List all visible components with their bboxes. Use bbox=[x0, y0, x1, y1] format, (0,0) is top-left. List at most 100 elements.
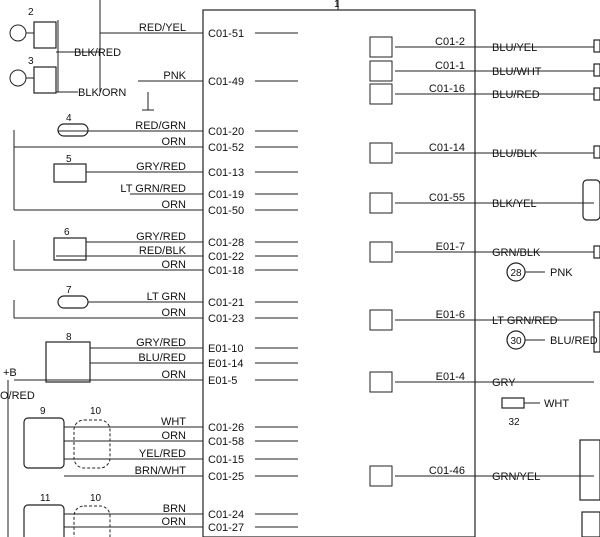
orn-red-label: O/RED bbox=[0, 390, 35, 402]
driver-transistor-symbol bbox=[369, 142, 393, 164]
right-box-9 bbox=[581, 511, 600, 537]
component-number: 11 bbox=[40, 493, 51, 504]
right-pin-label: C01-46 bbox=[429, 465, 465, 477]
wire-label-blk-red: BLK/RED bbox=[74, 47, 121, 59]
left-wire-label: YEL/RED bbox=[139, 448, 186, 460]
left-pin-label: C01-20 bbox=[208, 126, 244, 138]
left-pin-label: C01-15 bbox=[208, 454, 244, 466]
left-pin-label: E01-14 bbox=[208, 358, 243, 370]
right-wire-label: GRN/BLK bbox=[492, 247, 541, 259]
left-wire-label: GRY/RED bbox=[136, 337, 186, 349]
left-pin-label: C01-58 bbox=[208, 436, 244, 448]
left-pin-label: E01-5 bbox=[208, 375, 237, 387]
right-box-5 bbox=[582, 179, 600, 221]
right-box-1 bbox=[593, 39, 600, 53]
driver-transistor-symbol bbox=[369, 192, 393, 214]
right-box-6 bbox=[593, 245, 600, 259]
left-wire-label: PNK bbox=[163, 70, 186, 82]
right-wire-label: BLU/WHT bbox=[492, 66, 542, 78]
right-wire-label: LT GRN/RED bbox=[492, 315, 558, 327]
left-wire-label: RED/YEL bbox=[139, 22, 186, 34]
right-pin-label: C01-2 bbox=[435, 36, 465, 48]
sensor-2 bbox=[9, 21, 57, 49]
right-wire-label: BLU/YEL bbox=[492, 42, 537, 54]
left-pin-label: C01-50 bbox=[208, 205, 244, 217]
component-5-body bbox=[53, 163, 87, 183]
left-wire-label: ORN bbox=[162, 259, 187, 271]
left-wire-label: GRY/RED bbox=[136, 231, 186, 243]
component-number: 2 bbox=[28, 7, 34, 18]
right-component-number: 28 bbox=[510, 268, 522, 279]
right-box-8 bbox=[579, 439, 600, 501]
right-pin-label: E01-7 bbox=[436, 241, 465, 253]
left-pin-label: C01-26 bbox=[208, 422, 244, 434]
driver-transistor-symbol bbox=[369, 309, 393, 331]
left-wire-label: ORN bbox=[162, 430, 187, 442]
sensor-3 bbox=[9, 66, 57, 94]
right-pin-label: C01-16 bbox=[429, 83, 465, 95]
left-wire-label: ORN bbox=[162, 199, 187, 211]
left-wire-label: LT GRN/RED bbox=[120, 183, 186, 195]
component-4-body bbox=[57, 123, 89, 137]
component-number: 10 bbox=[90, 406, 102, 417]
right-pin-label: C01-14 bbox=[429, 142, 465, 154]
left-wire-label: BRN bbox=[163, 503, 186, 515]
left-pin-label: C01-21 bbox=[208, 297, 244, 309]
right-box-7 bbox=[593, 311, 600, 353]
ecu-box bbox=[202, 9, 476, 537]
component-number: 5 bbox=[66, 154, 72, 165]
driver-transistor-symbol bbox=[369, 36, 393, 58]
left-wire-label: BLU/RED bbox=[138, 352, 186, 364]
ecu-number: 1 bbox=[334, 0, 340, 10]
right-pin-label: C01-55 bbox=[429, 192, 465, 204]
component-number: 4 bbox=[66, 113, 72, 124]
right-wire-label: BLU/RED bbox=[492, 89, 540, 101]
right-component-wire: PNK bbox=[550, 267, 573, 279]
left-pin-label: C01-51 bbox=[208, 28, 244, 40]
component-11-body bbox=[23, 504, 65, 537]
component-number: 3 bbox=[28, 56, 34, 67]
right-box-2 bbox=[593, 63, 600, 77]
left-wire-label: ORN bbox=[162, 369, 187, 381]
driver-transistor-symbol bbox=[369, 465, 393, 487]
left-wire-label: RED/BLK bbox=[139, 245, 187, 257]
left-wire-label: WHT bbox=[161, 416, 186, 428]
left-pin-label: C01-19 bbox=[208, 189, 244, 201]
left-wire-label: RED/GRN bbox=[135, 120, 186, 132]
wire-label-blk-orn: BLK/ORN bbox=[78, 87, 126, 99]
right-component-wire: WHT bbox=[544, 398, 569, 410]
left-pin-label: C01-23 bbox=[208, 313, 244, 325]
left-pin-label: C01-18 bbox=[208, 265, 244, 277]
left-pin-label: C01-24 bbox=[208, 509, 244, 521]
right-component-number: 30 bbox=[510, 336, 522, 347]
component-number: 10 bbox=[90, 493, 102, 504]
component-6-body bbox=[53, 237, 87, 261]
left-pin-label: C01-22 bbox=[208, 251, 244, 263]
left-wire-label: BRN/WHT bbox=[135, 465, 187, 477]
left-wire-label: LT GRN bbox=[147, 291, 186, 303]
right-box-3 bbox=[593, 87, 600, 101]
component-number: 8 bbox=[66, 332, 72, 343]
driver-transistor-symbol bbox=[369, 241, 393, 263]
left-pin-label: E01-10 bbox=[208, 343, 243, 355]
component-9-body bbox=[23, 417, 65, 469]
component-8-body bbox=[45, 341, 91, 383]
right-component-wire: BLU/RED bbox=[550, 335, 598, 347]
component-number: 7 bbox=[66, 285, 72, 296]
driver-transistor-symbol bbox=[369, 60, 393, 82]
left-wire-label: ORN bbox=[162, 516, 187, 528]
component-rect-symbol bbox=[501, 397, 525, 409]
right-pin-label: C01-1 bbox=[435, 60, 465, 72]
left-wire-label: GRY/RED bbox=[136, 161, 186, 173]
component-number: 6 bbox=[64, 227, 70, 238]
left-wire-label: ORN bbox=[162, 136, 187, 148]
left-pin-label: C01-28 bbox=[208, 237, 244, 249]
right-wire-label: GRY bbox=[492, 377, 516, 389]
driver-transistor-symbol bbox=[369, 371, 393, 393]
right-wire-label: BLU/BLK bbox=[492, 148, 538, 160]
left-pin-label: C01-52 bbox=[208, 142, 244, 154]
right-pin-label: E01-6 bbox=[436, 309, 465, 321]
left-pin-label: C01-49 bbox=[208, 76, 244, 88]
left-pin-label: C01-13 bbox=[208, 167, 244, 179]
